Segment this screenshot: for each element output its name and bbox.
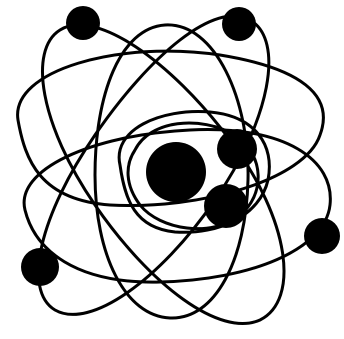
nucleus <box>146 129 257 228</box>
electron-top-right <box>222 7 256 41</box>
electron-right <box>304 218 340 254</box>
particle-lower <box>204 184 248 228</box>
electron-bottom-left <box>21 248 59 286</box>
particle-upper-right <box>217 129 257 169</box>
proton-large <box>146 142 206 202</box>
electron-top-left <box>66 6 100 40</box>
